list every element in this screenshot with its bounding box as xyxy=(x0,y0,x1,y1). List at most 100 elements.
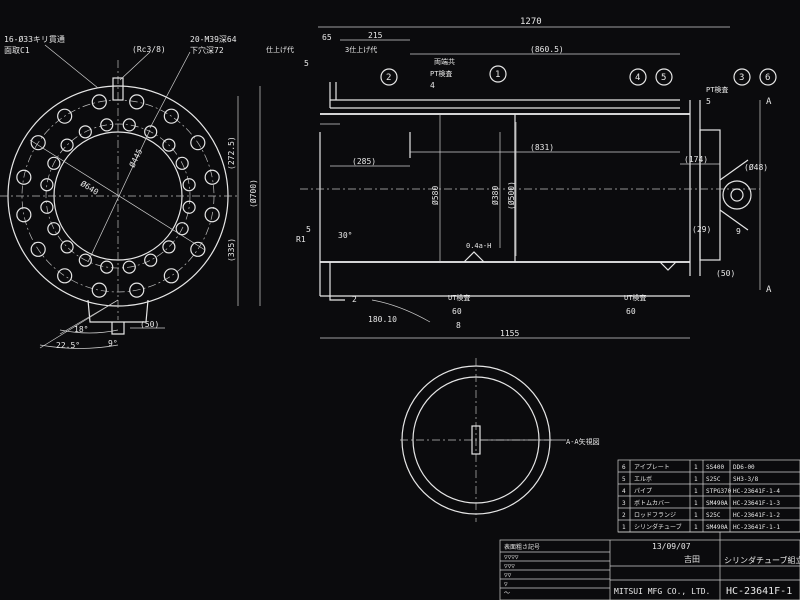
inner-bolt-hole xyxy=(122,118,136,132)
title-block: ▽▽▽▽▽▽▽▽▽▽～ 表面粗さ記号 13/09/07 吉田 シリンダチューブ組… xyxy=(499,532,800,600)
parts-cell-no: 1 xyxy=(622,524,626,531)
parts-cell-name: シリンダチューブ xyxy=(634,523,682,531)
parts-cell-spec: DD6-00 xyxy=(733,464,755,471)
svg-text:5: 5 xyxy=(661,73,666,83)
dim-5: 5 xyxy=(304,59,309,68)
diameter-leader-640 xyxy=(29,139,206,251)
outer-bolt-hole xyxy=(91,282,107,298)
outer-bolt-hole xyxy=(30,135,46,151)
company-name: MITSUI MFG CO., LTD. xyxy=(614,587,710,596)
dim-285: (285) xyxy=(352,157,376,166)
angle-22-5-label: 22.5° xyxy=(56,341,80,350)
inner-bolt-hole xyxy=(40,200,54,214)
dim-60: 60 xyxy=(452,307,462,316)
dim-50-b: (50) xyxy=(716,269,735,278)
parts-cell-no: 2 xyxy=(622,512,626,519)
parts-cell-spec: HC-23641F-1-4 xyxy=(733,488,780,495)
outer-bolt-hole xyxy=(204,169,220,185)
thread-depth-note: 下穴深72 xyxy=(190,45,224,55)
leader-hole-note xyxy=(44,44,99,89)
dim-700-label: (Ø700) xyxy=(248,179,258,208)
parts-cell-mat: S25C xyxy=(706,476,721,483)
roughness-legend-header: 表面粗さ記号 xyxy=(504,543,540,551)
inner-bolt-hole xyxy=(100,118,114,132)
parts-cell-qty: 1 xyxy=(694,476,698,483)
dim-05: 5 xyxy=(706,97,711,106)
angle-18-label: 18° xyxy=(74,325,88,334)
front-view: 16-Ø33キリ貫通 面取C1 (Rc3/8) 20-M39深64 下穴深72 … xyxy=(0,34,261,350)
balloon-6: 6 xyxy=(759,68,777,86)
svg-text:3: 3 xyxy=(739,73,744,83)
leader-thread-note xyxy=(149,51,191,129)
inner-bolt-hole xyxy=(144,253,158,267)
parts-cell-name: パイプ xyxy=(634,488,652,495)
parts-cell-no: 6 xyxy=(622,464,626,471)
parts-cell-mat: S25C xyxy=(706,512,721,519)
inner-bolt-hole xyxy=(60,138,74,152)
roughness-legend: ▽▽▽▽▽▽▽▽▽▽～ xyxy=(500,551,610,597)
section-view-label: A-A矢視図 xyxy=(566,437,600,446)
eye-plate-hole xyxy=(730,188,744,202)
parts-cell-name: ボトムカバー xyxy=(634,499,670,507)
dim-9: 9 xyxy=(736,227,741,236)
svg-text:1: 1 xyxy=(495,70,500,80)
tab-slot xyxy=(111,322,125,335)
weld-note: 両端共 xyxy=(434,57,455,66)
dim-4: 4 xyxy=(430,81,435,90)
dim-65: 65 xyxy=(322,33,332,42)
outer-bolt-hole xyxy=(204,207,220,223)
parts-cell-mat: STPG370 xyxy=(706,488,732,495)
parts-cell-spec: SH3-3/8 xyxy=(733,476,759,483)
ut-check-1: UT検査 xyxy=(448,293,470,302)
drawing-date: 13/09/07 xyxy=(652,542,691,551)
parts-cell-spec: HC-23641F-1-1 xyxy=(733,524,780,531)
outer-bolt-hole xyxy=(16,207,32,223)
inner-bolt-hole xyxy=(182,178,196,192)
angle-arc-22-5 xyxy=(39,344,119,349)
balloon-5: 5 xyxy=(655,68,673,86)
inner-bolt-hole xyxy=(175,222,189,236)
dim-831: (831) xyxy=(530,143,554,152)
angle-9-label: 9° xyxy=(108,339,118,348)
dia-580: Ø580 xyxy=(430,186,440,205)
dim-174: (174) xyxy=(684,155,708,164)
parts-cell-no: 5 xyxy=(622,476,626,483)
parts-cell-mat: SM490A xyxy=(706,524,728,531)
dia-445-label: Ø445 xyxy=(127,147,145,169)
outer-bolt-hole xyxy=(57,268,73,284)
dim-5-chamfer: 5 xyxy=(306,225,311,234)
parts-cell-qty: 1 xyxy=(694,464,698,471)
inner-bolt-hole xyxy=(47,156,61,170)
leader-rc-note xyxy=(119,51,151,81)
inner-bolt-hole xyxy=(78,125,92,139)
outer-bolt-hole xyxy=(163,108,179,124)
section-a-bottom: A xyxy=(766,285,772,295)
inner-bolt-hole xyxy=(144,125,158,139)
dim-29: (29) xyxy=(692,225,711,234)
parts-cell-qty: 1 xyxy=(694,512,698,519)
mounting-tab xyxy=(87,299,149,323)
parts-cell-qty: 1 xyxy=(694,488,698,495)
weld-symbol-1 xyxy=(463,251,485,263)
angle-arc-30 xyxy=(371,299,431,323)
parts-cell-mat: SS400 xyxy=(706,464,724,471)
eye-plate-edge-a xyxy=(719,159,749,181)
inner-bolt-hole xyxy=(182,200,196,214)
parts-cell-spec: HC-23641F-1-2 xyxy=(733,512,780,519)
dim-272-5-label: (272.5) xyxy=(227,136,236,170)
dim-215: 215 xyxy=(368,31,383,40)
balloon-4: 4 xyxy=(629,68,647,86)
finish-allowance-1: 仕上げ代 xyxy=(266,45,294,54)
svg-text:2: 2 xyxy=(386,73,391,83)
drawing-number: HC-23641F-1 xyxy=(726,586,792,597)
dia-640-label: Ø640 xyxy=(79,178,101,197)
inner-bolt-holes xyxy=(40,118,196,274)
angle-30: 30° xyxy=(338,231,352,240)
dim-180-10: 180.10 xyxy=(368,315,397,324)
svg-text:6: 6 xyxy=(765,73,770,83)
inner-bolt-hole xyxy=(122,260,136,274)
